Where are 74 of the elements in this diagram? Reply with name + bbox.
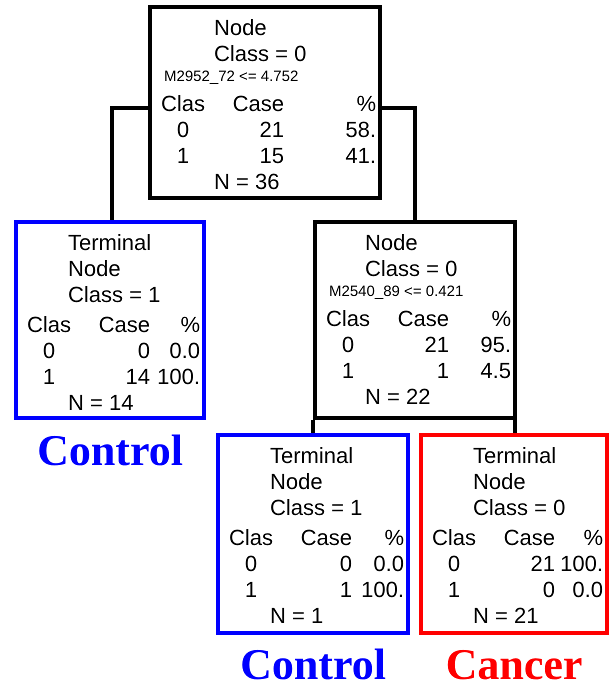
node-heading: Terminal Node <box>473 443 558 495</box>
sample-count: N = 36 <box>214 169 280 194</box>
connector-line <box>110 106 148 220</box>
tree-node-box <box>313 220 517 420</box>
node-heading: Terminal Node <box>270 443 354 495</box>
table-value: 100. <box>560 551 603 576</box>
table-value: 100. <box>157 364 200 389</box>
table-value: 1 <box>244 577 258 602</box>
table-value: 15 <box>260 143 284 168</box>
table-header: Case <box>300 525 352 550</box>
table-value: 58. <box>345 117 376 142</box>
node-heading: Node <box>365 230 418 256</box>
table-header: Case <box>398 306 449 331</box>
sample-count: N = 22 <box>365 384 430 409</box>
node-heading: Class = 1 <box>68 282 160 308</box>
tree-node-box <box>419 433 609 635</box>
connector-line <box>513 420 517 433</box>
class-label: Control <box>37 426 183 476</box>
table-value: 0.0 <box>169 338 200 363</box>
table-header: % <box>491 306 511 331</box>
table-header: Case <box>232 91 284 116</box>
tree-node-box <box>14 220 206 420</box>
split-rule: M2952_72 <= 4.752 <box>163 67 298 87</box>
table-value: 0 <box>176 117 190 142</box>
table-value: 0.0 <box>572 577 603 602</box>
table-value: 0 <box>448 551 460 576</box>
table-header: Clas <box>26 312 71 337</box>
table-value: 21 <box>424 332 449 357</box>
split-rule: M2540_89 <= 0.421 <box>328 282 464 302</box>
table-header: Case <box>98 312 150 337</box>
table-value: 1 <box>340 577 352 602</box>
table-header: Clas <box>326 306 370 331</box>
table-value: 1 <box>448 577 460 602</box>
table-header: Clas <box>228 525 273 550</box>
table-header: Case <box>504 525 555 550</box>
table-value: 14 <box>126 364 150 389</box>
table-header: Clas <box>432 525 476 550</box>
node-heading: Class = 0 <box>473 495 566 521</box>
class-label: Control <box>240 640 386 690</box>
node-heading: Node <box>214 15 267 41</box>
table-value: 1 <box>342 358 354 383</box>
class-label: Cancer <box>446 640 582 690</box>
table-value: 1 <box>436 358 449 383</box>
connector-line <box>311 420 315 433</box>
sample-count: N = 1 <box>270 603 324 628</box>
table-value: 100. <box>361 577 404 602</box>
table-value: 0 <box>342 332 354 357</box>
table-value: 0 <box>244 551 258 576</box>
node-heading: Class = 0 <box>365 256 458 282</box>
table-header: % <box>384 525 404 550</box>
table-value: 21 <box>530 551 555 576</box>
table-value: 95. <box>480 332 511 357</box>
table-value: 0 <box>542 577 555 602</box>
table-header: % <box>356 91 376 116</box>
tree-node-box <box>148 5 382 200</box>
sample-count: N = 21 <box>473 603 538 628</box>
table-value: 0.0 <box>373 551 404 576</box>
node-heading: Class = 0 <box>214 41 306 67</box>
table-value: 0 <box>340 551 352 576</box>
connector-line <box>382 106 417 220</box>
table-value: 0 <box>138 338 150 363</box>
sample-count: N = 14 <box>68 390 134 415</box>
table-value: 4.5 <box>480 358 511 383</box>
table-header: % <box>180 312 200 337</box>
table-value: 0 <box>42 338 56 363</box>
table-value: 21 <box>260 117 284 142</box>
table-value: 1 <box>42 364 56 389</box>
table-value: 41. <box>345 143 376 168</box>
node-heading: Terminal Node <box>68 230 152 282</box>
table-header: % <box>583 525 603 550</box>
tree-node-box <box>216 433 410 635</box>
table-header: Clas <box>160 91 205 116</box>
node-heading: Class = 1 <box>270 495 362 521</box>
table-value: 1 <box>176 143 190 168</box>
